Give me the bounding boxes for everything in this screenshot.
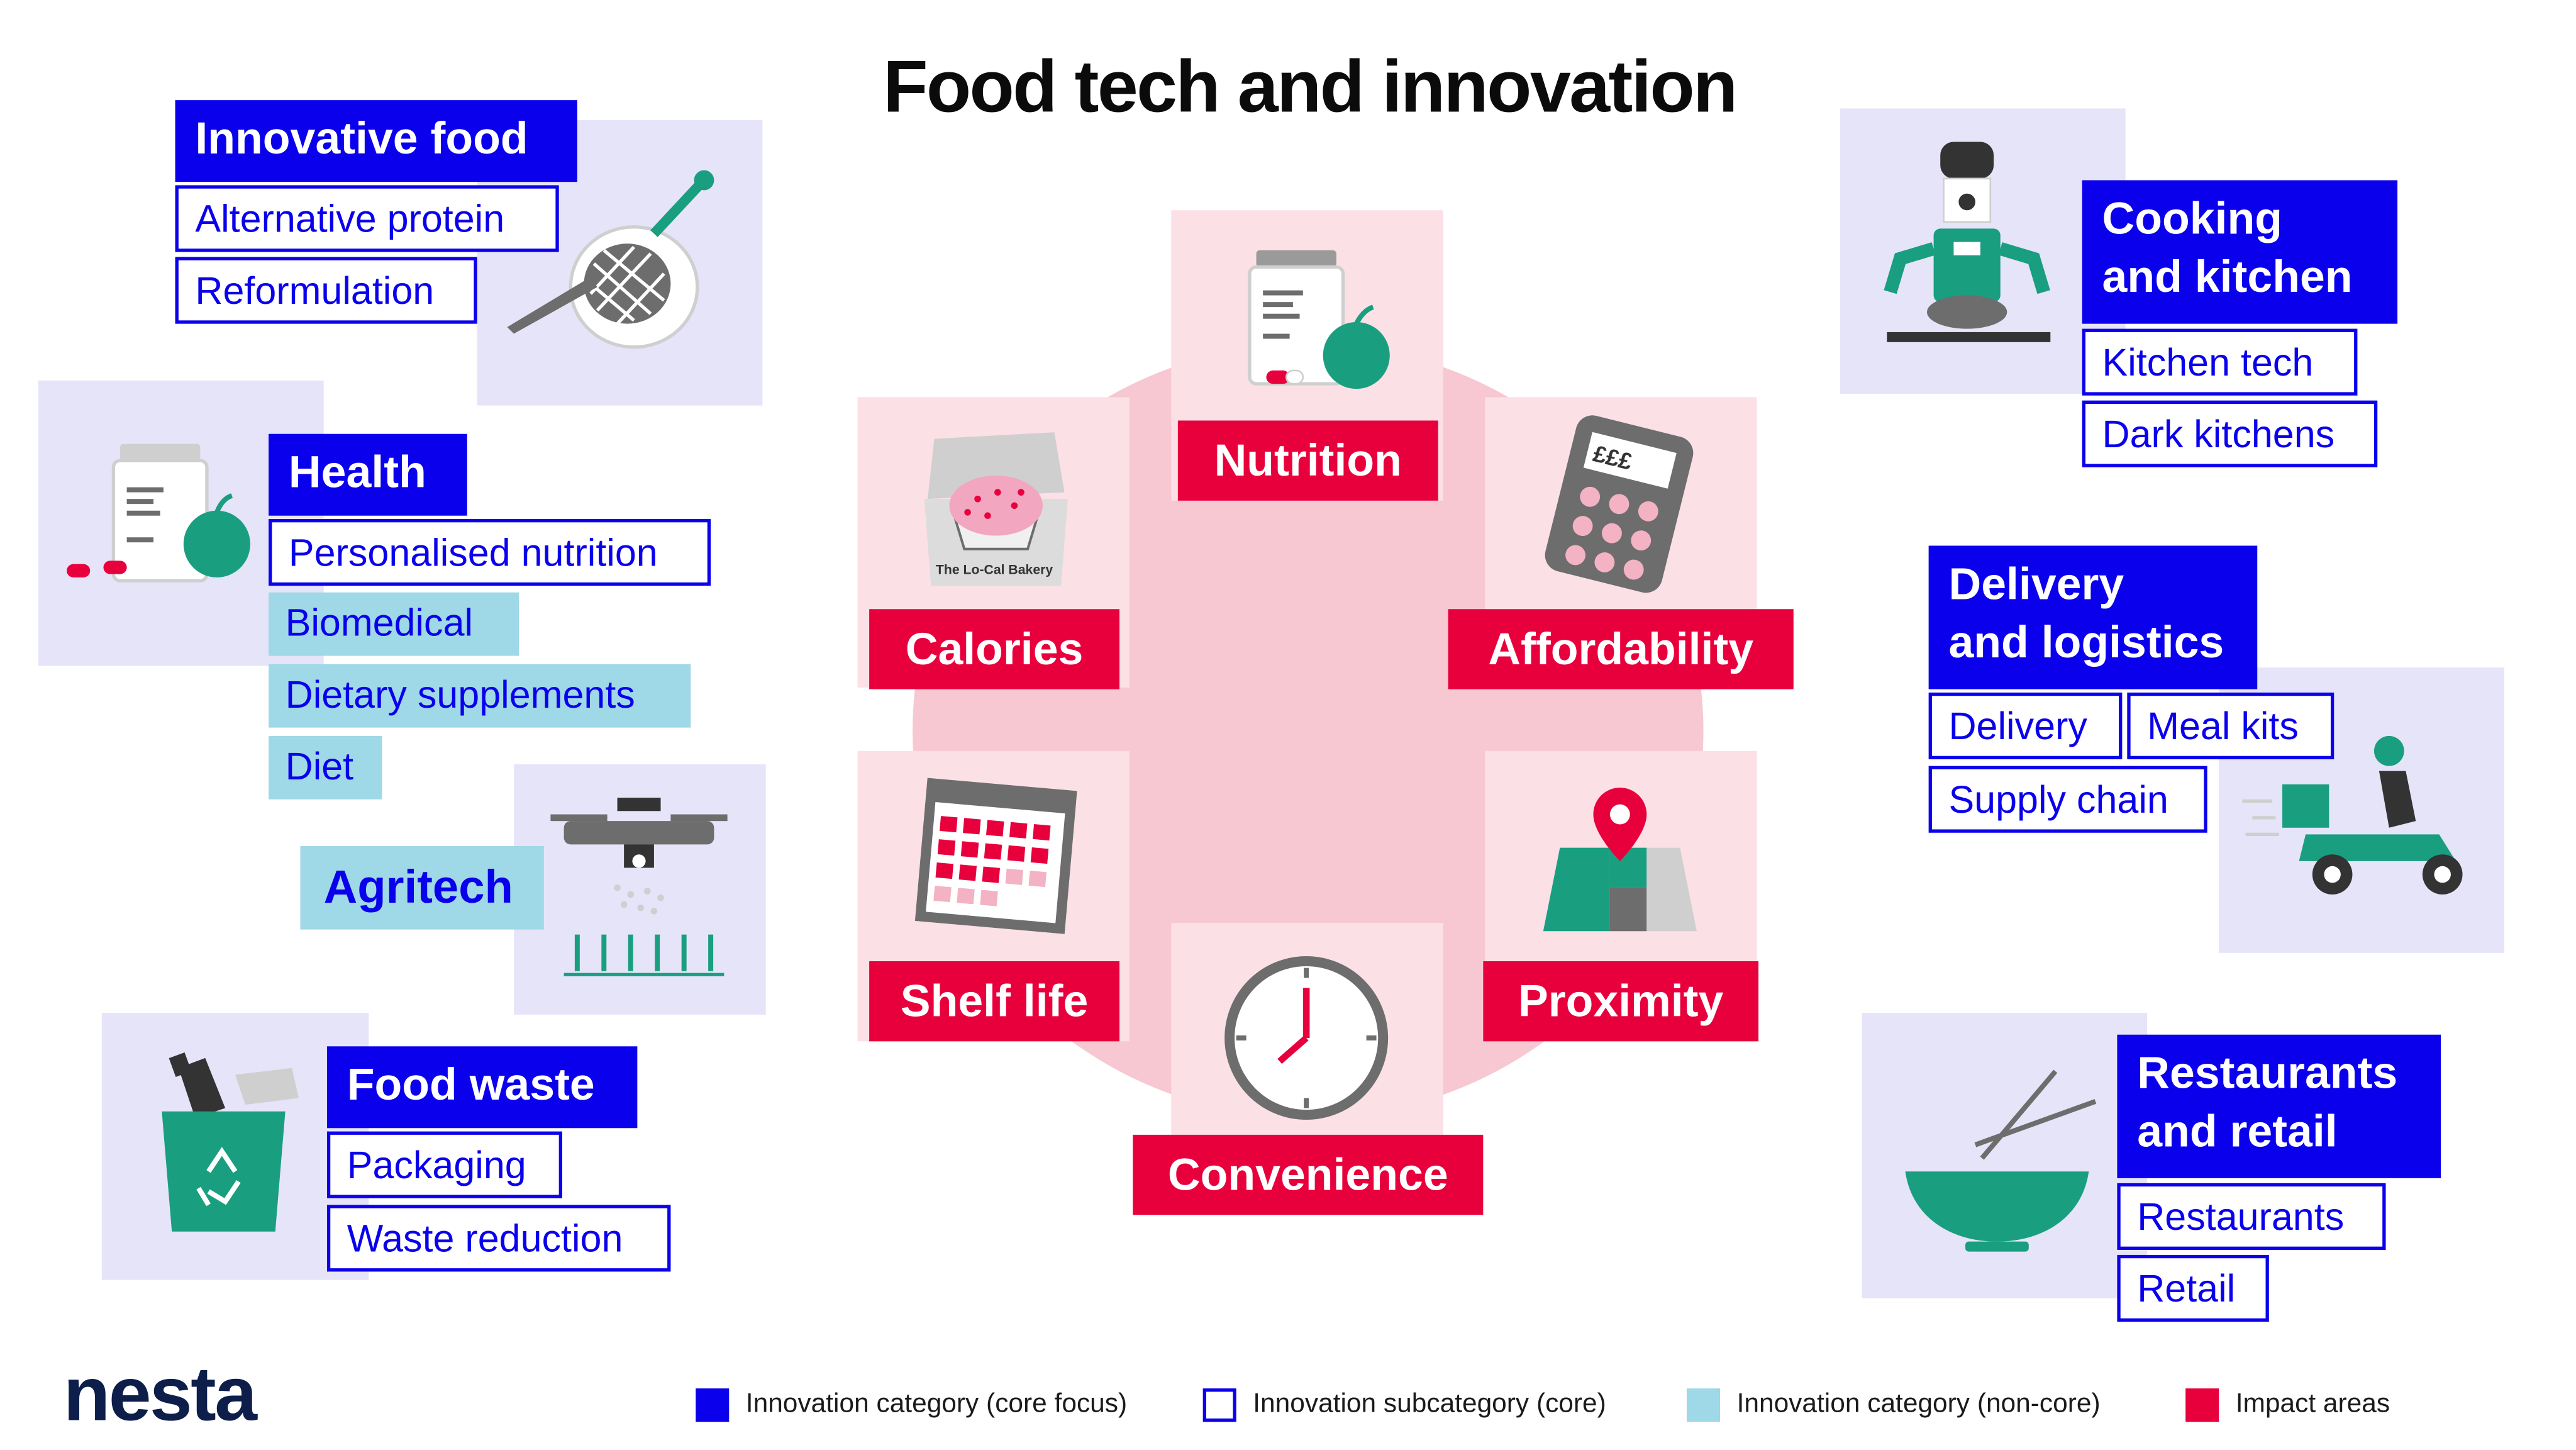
legend-noncore: Innovation category (non-core) <box>1686 1385 2101 1425</box>
packaging-subcategory: Packaging <box>326 1131 562 1198</box>
impact-calories: Calories <box>869 609 1120 689</box>
legend-sub-swatch <box>1202 1388 1236 1422</box>
biomedical-category: Biomedical <box>269 592 519 656</box>
waste-reduction-subcategory: Waste reduction <box>326 1205 671 1272</box>
kitchen-tech-subcategory: Kitchen tech <box>2082 328 2358 396</box>
legend-impact-label: Impact areas <box>2235 1390 2390 1419</box>
cooking-title-line1: Cooking <box>2102 193 2283 244</box>
restaurants-title-line1: Restaurants <box>2137 1047 2398 1098</box>
delivery-logistics-category: Delivery and logistics <box>1928 545 2258 689</box>
legend-noncore-swatch <box>1686 1388 1721 1422</box>
legend-sub: Innovation subcategory (core) <box>1202 1385 1606 1425</box>
impact-convenience: Convenience <box>1133 1134 1484 1215</box>
bakery-label: The Lo-Cal Bakery <box>935 562 1053 577</box>
food-waste-category: Food waste <box>326 1046 638 1129</box>
drone-icon <box>550 798 728 976</box>
dietary-supplements-category: Dietary supplements <box>269 664 691 728</box>
delivery-subcategory: Delivery <box>1928 692 2123 760</box>
robot-chef-icon <box>1884 142 2051 342</box>
personalised-nutrition-subcategory: Personalised nutrition <box>269 519 711 586</box>
reformulation-subcategory: Reformulation <box>175 257 477 324</box>
calculator-icon <box>1545 415 1694 593</box>
impact-proximity: Proximity <box>1483 961 1759 1042</box>
cooking-kitchen-category: Cooking and kitchen <box>2082 180 2398 324</box>
map-pin-icon <box>1543 788 1697 932</box>
health-jar-icon <box>67 443 250 583</box>
restaurants-title-line2: and retail <box>2137 1106 2338 1157</box>
retail-subcategory: Retail <box>2117 1254 2269 1322</box>
clock-icon <box>1224 956 1389 1120</box>
legend-sub-label: Innovation subcategory (core) <box>1253 1390 1606 1419</box>
health-category: Health <box>269 433 467 516</box>
legend-impact-swatch <box>2185 1388 2219 1422</box>
legend-core: Innovation category (core focus) <box>696 1385 1127 1425</box>
bowl-chopsticks-icon <box>1905 1069 2097 1252</box>
calendar-icon <box>914 778 1077 934</box>
agritech-category: Agritech <box>300 845 544 930</box>
muffin-box-icon <box>924 432 1068 586</box>
legend-impact: Impact areas <box>2185 1385 2390 1425</box>
delivery-title-line1: Delivery <box>1948 559 2124 610</box>
restaurants-subcategory: Restaurants <box>2117 1183 2386 1250</box>
page-title: Food tech and innovation <box>883 47 1738 129</box>
supply-chain-subcategory: Supply chain <box>1928 766 2207 833</box>
delivery-title-line2: and logistics <box>1948 617 2224 668</box>
cooking-title-line2: and kitchen <box>2102 252 2353 303</box>
impact-affordability: Affordability <box>1448 609 1794 689</box>
alternative-protein-subcategory: Alternative protein <box>175 185 559 252</box>
impact-shelf-life: Shelf life <box>869 961 1120 1042</box>
supplement-jar-icon <box>1248 250 1390 389</box>
nesta-logo: nesta <box>63 1350 257 1437</box>
legend-noncore-label: Innovation category (non-core) <box>1736 1390 2101 1419</box>
innovative-food-category: Innovative food <box>175 100 577 182</box>
legend-core-swatch <box>696 1388 730 1422</box>
recycling-bin-icon <box>162 1052 299 1232</box>
delivery-scooter-icon <box>2242 735 2463 895</box>
restaurants-retail-category: Restaurants and retail <box>2117 1034 2441 1178</box>
diet-category: Diet <box>269 735 382 800</box>
impact-nutrition: Nutrition <box>1177 420 1438 501</box>
steak-pipette-icon <box>507 170 714 349</box>
dark-kitchens-subcategory: Dark kitchens <box>2082 400 2378 467</box>
meal-kits-subcategory: Meal kits <box>2127 692 2334 760</box>
legend-core-label: Innovation category (core focus) <box>745 1390 1128 1419</box>
